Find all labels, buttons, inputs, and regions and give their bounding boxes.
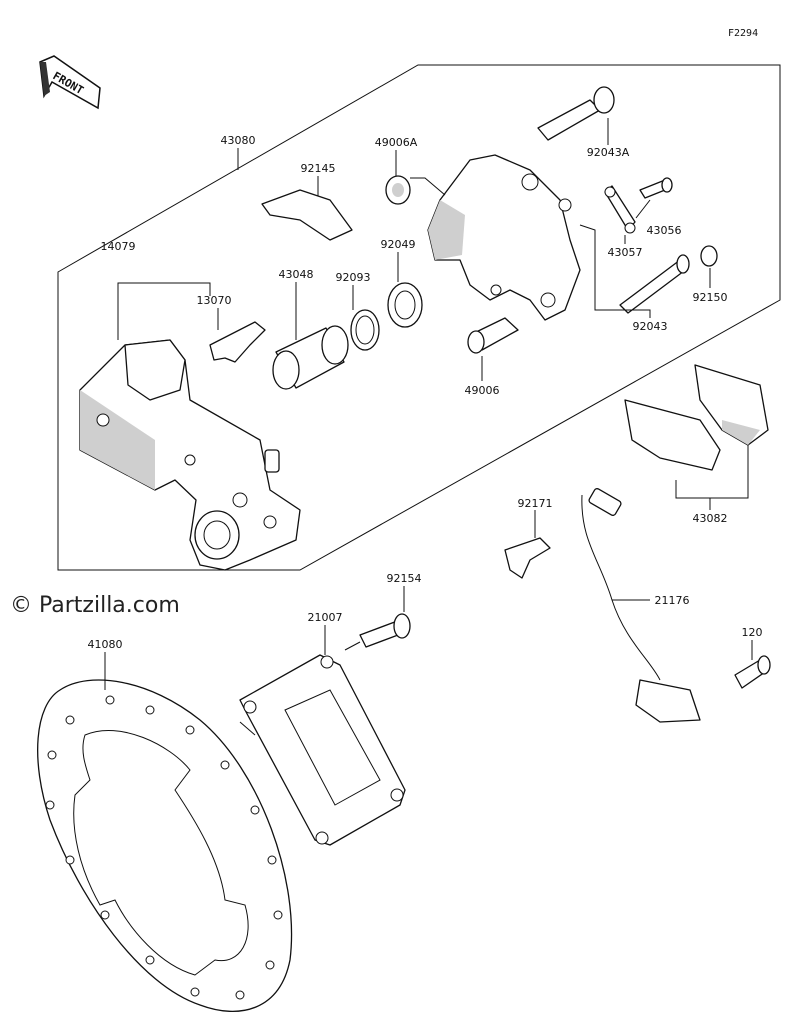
anti-rattle-spring (261, 189, 353, 241)
label-13070: 13070 (197, 294, 232, 307)
caliper-body (427, 154, 581, 321)
caliper-bracket (79, 339, 301, 571)
part-labels: 43080 92145 49006A 92043A 14079 13070 43… (88, 134, 763, 651)
label-21007: 21007 (308, 611, 343, 624)
label-49006A: 49006A (375, 136, 418, 149)
disc-bolt (359, 613, 411, 648)
figure-id: F2294 (728, 28, 758, 39)
label-14079: 14079 (101, 240, 136, 253)
label-92154: 92154 (387, 572, 422, 585)
label-21176: 21176 (655, 594, 690, 607)
partzilla-watermark: © Partzilla.com (10, 593, 180, 618)
label-49006: 49006 (465, 384, 500, 397)
leader-lines (104, 118, 753, 736)
label-43080: 43080 (221, 134, 256, 147)
label-92093: 92093 (336, 271, 371, 284)
caliper-assembly-frame (57, 64, 781, 571)
label-43048: 43048 (279, 268, 314, 281)
rubber-plug (700, 245, 718, 267)
brake-pads (624, 364, 769, 471)
brake-disc (37, 679, 293, 1012)
caliper-boot-a (385, 175, 411, 205)
label-92171: 92171 (518, 497, 553, 510)
label-92049: 92049 (381, 238, 416, 251)
caliper-piston (272, 325, 349, 390)
caliper-pin-a (537, 86, 615, 141)
sensor-bolt (734, 655, 771, 689)
label-43057: 43057 (608, 246, 643, 259)
label-92145: 92145 (301, 162, 336, 175)
caliper-pin (619, 254, 690, 314)
abs-sensor-rotor (239, 654, 406, 846)
front-arrow-icon: FRONT (39, 55, 101, 110)
caliper-boot (467, 317, 519, 354)
label-41080: 41080 (88, 638, 123, 651)
pad-spring-clip (209, 321, 266, 363)
label-43056: 43056 (647, 224, 682, 237)
label-43082: 43082 (693, 512, 728, 525)
bleeder-valve (639, 177, 673, 199)
sensor-clamp (504, 537, 551, 579)
label-120: 120 (742, 626, 763, 639)
label-92150: 92150 (693, 291, 728, 304)
label-92043: 92043 (633, 320, 668, 333)
abs-sensor (581, 488, 701, 723)
label-92043A: 92043A (587, 146, 630, 159)
